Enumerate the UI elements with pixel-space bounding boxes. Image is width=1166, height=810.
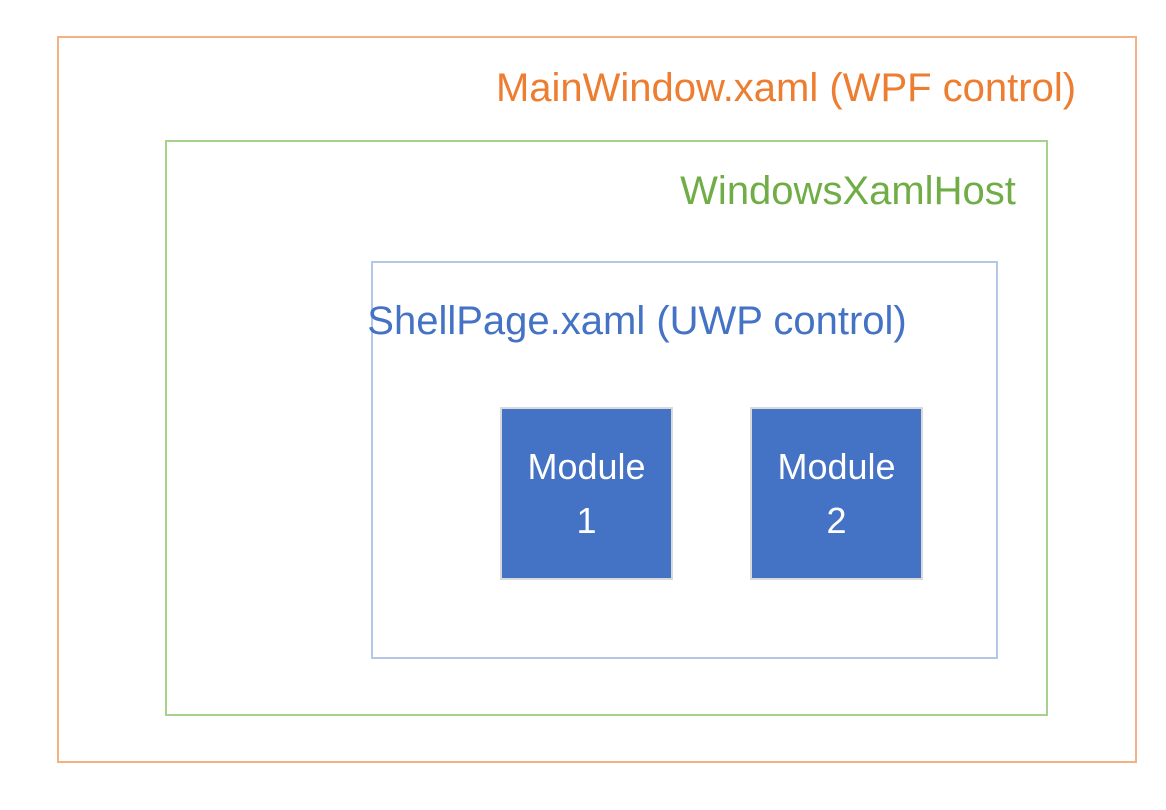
shellpage-uwp-label: ShellPage.xaml (UWP control) [367, 299, 907, 343]
mainwindow-wpf-label: MainWindow.xaml (WPF control) [495, 66, 1077, 110]
windowsxamlhost-box [165, 140, 1048, 716]
windowsxamlhost-label: WindowsXamlHost [680, 169, 1016, 213]
module-1-label-line2: 1 [576, 499, 597, 541]
module-1-box: Module 1 [500, 407, 673, 580]
module-2-box: Module 2 [750, 407, 923, 580]
module-1-label-line1: Module [527, 445, 646, 487]
module-2-label-line2: 2 [826, 499, 847, 541]
shellpage-uwp-box [371, 261, 998, 659]
mainwindow-wpf-box [57, 36, 1137, 763]
module-2-label-line1: Module [777, 445, 896, 487]
